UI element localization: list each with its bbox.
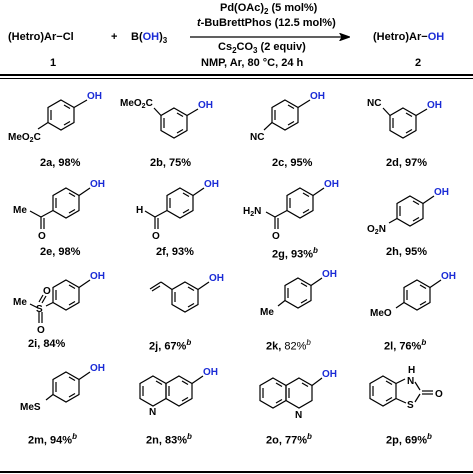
label-2p: 2p, 69%b [386,432,432,447]
svg-text:NC: NC [367,98,381,109]
svg-text:O: O [272,231,280,242]
label-2k: 2k, 82%b [266,338,311,353]
label-2c: 2c, 95% [272,157,313,169]
structure-2a: OH MeO2C [8,91,102,144]
svg-text:OH: OH [90,179,105,190]
svg-text:OH: OH [204,179,219,190]
svg-text:OH: OH [203,367,218,378]
label-2h: 2h, 95% [386,246,427,258]
condition-solvent: NMP, Ar, 80 °C, 24 h [201,57,304,69]
structure-2b: OH MeO2C [120,98,213,139]
structure-2l: OH MeO [370,271,456,319]
ester-label: MeO2C [8,132,41,144]
svg-text:N: N [407,376,414,387]
structure-2j: OH [149,273,224,313]
svg-text:S: S [407,400,414,411]
label-2l: 2l, 76%b [384,338,427,353]
svg-text:OH: OH [90,363,105,374]
svg-text:H: H [408,365,415,376]
condition-ligand: t-BuBrettPhos (12.5 mol%) [197,17,336,29]
svg-text:OH: OH [322,369,337,380]
svg-text:Me: Me [13,205,27,216]
structure-2k: OH Me [260,269,337,318]
svg-text:OH: OH [434,187,449,198]
reactant-aryl-chloride: (Hetro)Ar−Cl [8,31,74,43]
svg-text:Me: Me [13,297,27,308]
svg-text:OH: OH [209,273,224,284]
svg-text:N: N [295,410,302,421]
structure-2e: OH Me O [13,179,105,242]
structure-2n: OH N [139,367,218,418]
label-2f: 2f, 93% [156,246,194,258]
structure-2c: OH NC [250,91,325,143]
condition-base: Cs2CO3 (2 equiv) [218,41,306,56]
svg-text:S: S [36,304,43,315]
label-2i: 2i, 84% [28,338,66,350]
ester-label: MeO2C [120,98,153,110]
structure-2m: OH MeS [20,363,105,413]
svg-text:OH: OH [310,91,325,102]
label-product-number: 2 [415,57,422,69]
svg-text:H: H [136,205,143,216]
svg-text:OH: OH [324,179,339,190]
label-reactant-number: 1 [50,57,57,69]
svg-text:OH: OH [90,271,105,282]
svg-text:OH: OH [198,100,213,111]
label-2e: 2e, 98% [40,246,81,258]
label-2o: 2o, 77%b [266,432,312,447]
svg-text:Me: Me [260,307,274,318]
header-rule [0,78,473,79]
structure-2d: OH NC [367,98,442,139]
label-2d: 2d, 97% [386,157,427,169]
nitro-label: O2N [367,224,386,236]
oh-label: OH [87,91,102,102]
structure-2h: OH O2N [367,187,449,236]
product-phenol: (Hetro)Ar−OH [373,31,445,43]
amide-label: H2N [243,206,261,218]
structure-2f: OH H O [136,179,219,242]
svg-text:O: O [435,389,443,400]
svg-text:OH: OH [322,269,337,280]
bottom-rule [0,471,473,473]
svg-text:MeS: MeS [20,402,41,413]
label-2g: 2g, 93%b [272,246,318,261]
svg-text:O: O [38,231,46,242]
svg-text:OH: OH [441,271,456,282]
top-rule [0,74,473,76]
structure-2p: N H S O [369,365,443,411]
svg-text:N: N [149,407,156,418]
svg-text:NC: NC [250,132,264,143]
structure-2o: OH N [259,369,337,421]
condition-catalyst: Pd(OAc)2 (5 mol%) [220,2,318,17]
structure-2i: OH S Me O O [13,271,105,336]
svg-text:MeO: MeO [370,308,392,319]
reaction-arrow [190,33,350,41]
svg-text:O: O [152,231,160,242]
label-2n: 2n, 83%b [146,432,192,447]
plus-sign: + [111,31,118,43]
svg-text:O: O [43,286,51,297]
label-2m: 2m, 94%b [28,432,77,447]
boric-acid: B(OH)3 [131,31,168,46]
svg-text:OH: OH [427,100,442,111]
label-2b: 2b, 75% [150,157,191,169]
structure-2g: OH H2N O [243,179,339,242]
label-2j: 2j, 67%b [149,338,192,353]
label-2a: 2a, 98% [40,157,81,169]
svg-text:O: O [37,325,45,336]
